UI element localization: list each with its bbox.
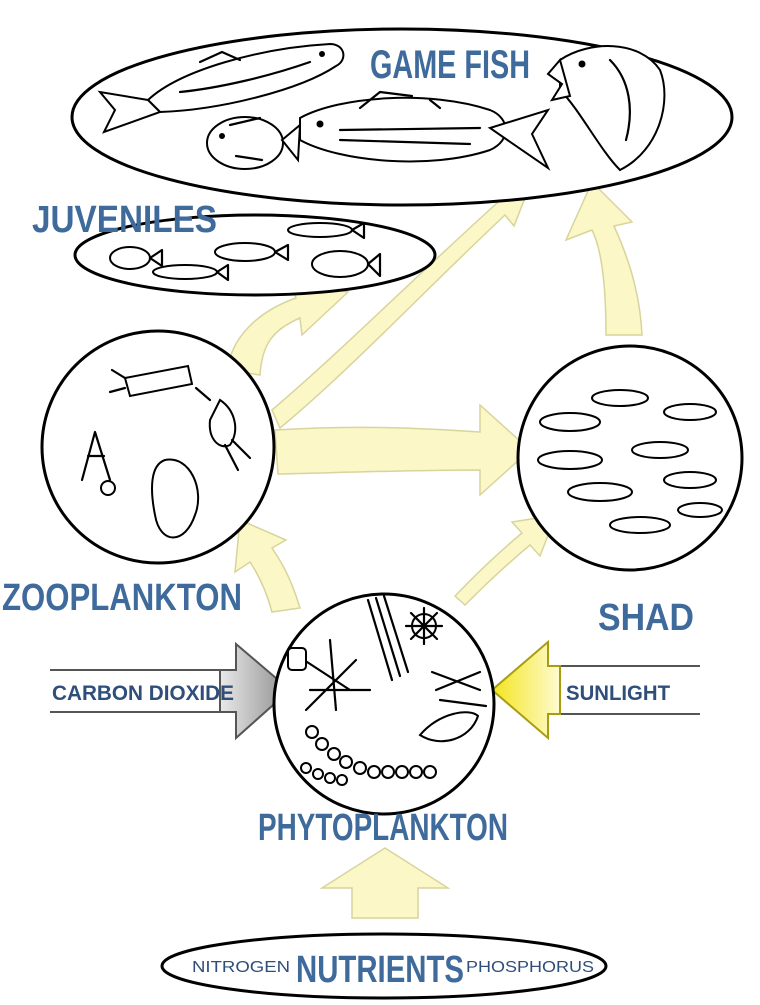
arrow-nutrients-to-phyto	[322, 848, 448, 918]
carbon-dioxide-label: CARBON DIOXIDE	[52, 682, 234, 705]
arrow-phyto-to-shad	[455, 515, 556, 605]
nutrients-label: NUTRIENTS	[296, 949, 464, 991]
phytoplankton-label: PHYTOPLANKTON	[258, 807, 508, 849]
arrow-phyto-to-zooplankton	[235, 520, 300, 612]
shad-label: SHAD	[598, 597, 694, 639]
nutrients-group: NITROGEN NUTRIENTS PHOSPHORUS	[162, 934, 606, 998]
juveniles-group: JUVENILES	[32, 199, 435, 295]
zooplankton-group: ZOOPLANKTON	[2, 331, 274, 619]
sunlight-label: SUNLIGHT	[566, 682, 670, 705]
phytoplankton-group: PHYTOPLANKTON	[258, 594, 508, 849]
nitrogen-label: NITROGEN	[192, 959, 290, 976]
phosphorus-label: PHOSPHORUS	[466, 959, 594, 976]
zooplankton-label: ZOOPLANKTON	[2, 577, 242, 619]
game-fish-group: GAME FISH	[72, 29, 732, 205]
shad-group: SHAD	[518, 346, 742, 639]
arrow-zooplankton-to-shad	[275, 405, 530, 495]
game-fish-label: GAME FISH	[370, 43, 530, 87]
juveniles-label: JUVENILES	[32, 199, 217, 241]
arrow-shad-to-gamefish	[566, 182, 642, 335]
